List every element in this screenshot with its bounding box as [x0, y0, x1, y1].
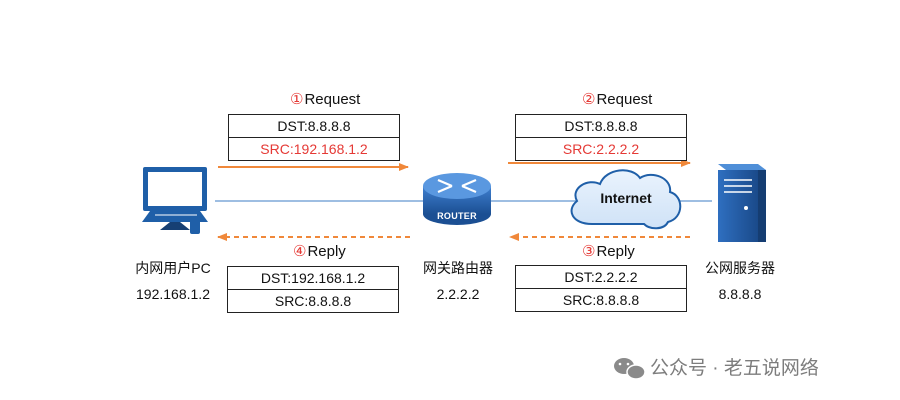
step-1-title: ①Request: [290, 90, 360, 108]
step-3-number: ③: [582, 243, 596, 260]
packet-1-src: SRC:192.168.1.2: [229, 137, 399, 160]
step-4-number: ④: [293, 243, 307, 260]
internet-label: Internet: [600, 190, 652, 206]
server-icon: [718, 164, 766, 242]
server-ip-label: 8.8.8.8: [718, 286, 762, 302]
router-ip-label: 2.2.2.2: [436, 286, 480, 302]
router-name-label: 网关路由器: [423, 260, 493, 276]
packet-box-1: DST:8.8.8.8 SRC:192.168.1.2: [228, 114, 400, 161]
pc-ip-label: 192.168.1.2: [136, 286, 210, 302]
packet-2-dst: DST:8.8.8.8: [564, 118, 638, 134]
packet-box-2: DST:8.8.8.8 SRC:2.2.2.2: [515, 114, 687, 161]
step-2-title: ②Request: [582, 90, 652, 108]
packet-4-src: SRC:8.8.8.8: [228, 289, 398, 312]
step-1-label: Request: [304, 91, 361, 108]
packet-3-dst: DST:2.2.2.2: [564, 269, 638, 285]
router-badge-label: ROUTER: [437, 211, 477, 221]
server-name-label: 公网服务器: [705, 260, 775, 276]
packet-box-4: DST:192.168.1.2 SRC:8.8.8.8: [227, 266, 399, 313]
packet-2-src: SRC:2.2.2.2: [516, 137, 686, 160]
packet-4-dst: DST:192.168.1.2: [260, 270, 366, 286]
watermark-text: 公众号 · 老五说网络: [650, 358, 819, 379]
internet-cloud-icon: [570, 169, 682, 230]
wechat-logo-icon: [614, 358, 646, 380]
step-3-label: Reply: [596, 243, 635, 260]
step-4-title: ④Reply: [293, 242, 346, 260]
packet-box-3: DST:2.2.2.2 SRC:8.8.8.8: [515, 265, 687, 312]
packet-3-src: SRC:8.8.8.8: [516, 288, 686, 311]
router-icon: [423, 173, 491, 225]
step-1-number: ①: [290, 91, 304, 108]
pc-icon: [142, 167, 208, 234]
step-4-label: Reply: [307, 243, 346, 260]
step-3-title: ③Reply: [582, 242, 635, 260]
step-2-label: Request: [596, 91, 653, 108]
step-2-number: ②: [582, 91, 596, 108]
packet-1-dst: DST:8.8.8.8: [277, 118, 351, 134]
pc-name-label: 内网用户PC: [135, 260, 211, 276]
